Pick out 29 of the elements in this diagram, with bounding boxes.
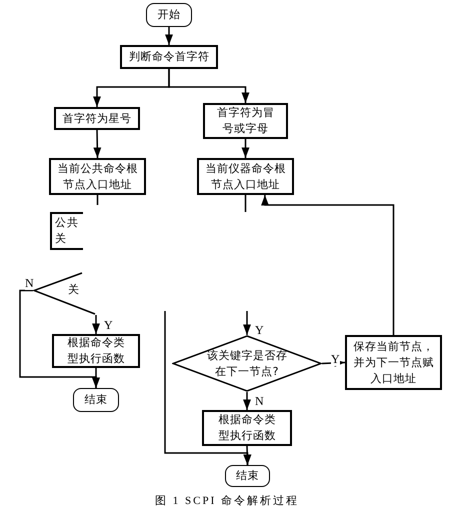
edge-label: N <box>25 276 34 290</box>
edge-label: Y <box>331 352 340 366</box>
end-terminal: 结束 <box>225 465 270 487</box>
process-box: 当前仪器命令根节点入口地址 <box>197 158 294 195</box>
process-box: 当前公共命令根节点入口地址 <box>49 158 146 195</box>
arrow <box>168 69 250 103</box>
process-box: 保存当前节点，并为下一节点赋入口地址 <box>345 335 442 390</box>
arrow <box>93 130 102 158</box>
start-terminal: 开始 <box>146 3 192 27</box>
arrow <box>243 311 251 335</box>
arrow <box>92 368 100 388</box>
edge-label: Y <box>255 323 264 337</box>
process-box: 首字符为冒号或字母 <box>203 103 288 139</box>
arrow <box>242 139 250 158</box>
arrow <box>164 311 252 465</box>
process-box: 公共关 <box>50 212 83 250</box>
process-box: 判断命令首字符 <box>120 45 218 69</box>
process-box: 根据命令类型执行函数 <box>52 334 140 368</box>
caption: 图 1 SCPI 命令解析过程 <box>155 494 299 509</box>
edge-label: N <box>255 394 264 408</box>
decision-diamond: 该关键字是否存在下一节点? <box>172 335 322 392</box>
process-box: 根据命令类型执行函数 <box>202 410 292 446</box>
arrow <box>92 315 100 334</box>
arrow <box>165 27 173 45</box>
arrow <box>243 392 251 410</box>
arrow <box>261 195 394 335</box>
process-box: 首字符为星号 <box>54 107 140 130</box>
end-terminal: 结束 <box>73 388 119 412</box>
edge-label: Y <box>104 318 113 332</box>
